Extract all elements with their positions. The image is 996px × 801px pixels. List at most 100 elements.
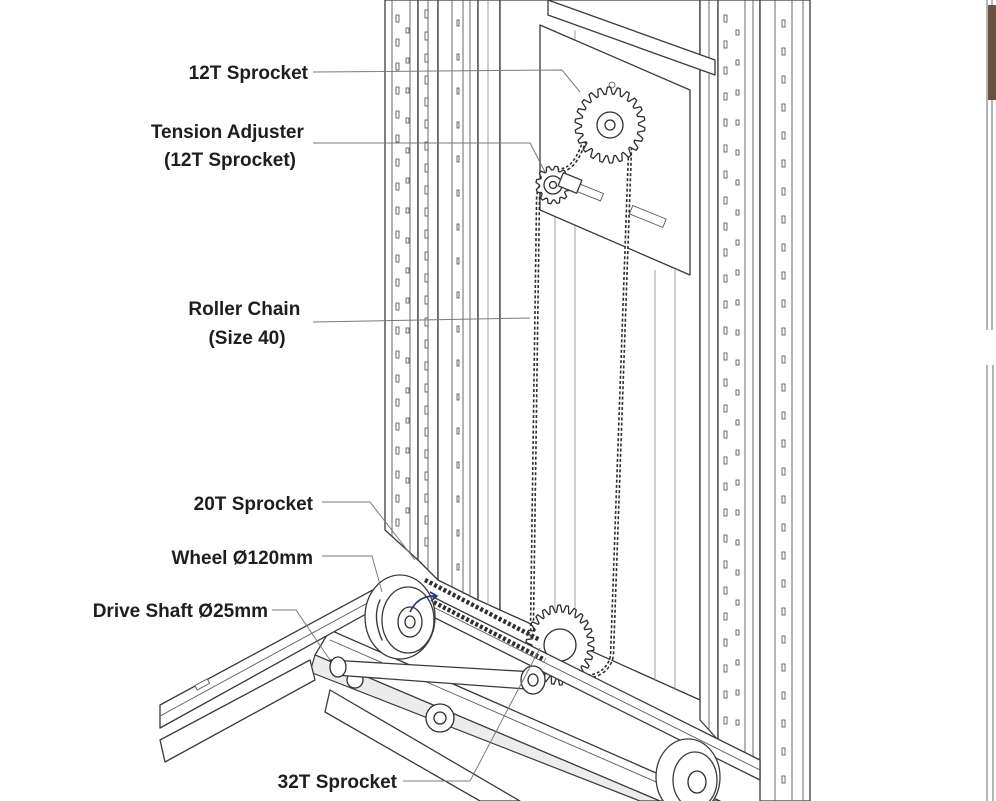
upright-slot <box>781 355 786 364</box>
upright-slot <box>735 29 740 36</box>
upright-slot <box>405 147 410 154</box>
upright-slot <box>781 551 786 560</box>
label-tension-adjuster-line1: Tension Adjuster <box>151 122 305 143</box>
upright-slot <box>781 691 786 700</box>
label-20t-sprocket: 20T Sprocket <box>194 494 314 515</box>
upright-slot <box>735 89 740 96</box>
upright-slot <box>405 27 410 34</box>
upright-slot <box>405 417 410 424</box>
right-inner-rail <box>699 0 719 741</box>
upright-slot <box>723 300 728 309</box>
upright-slot <box>781 719 786 728</box>
upright-slot <box>395 134 400 143</box>
upright-slot <box>723 430 728 439</box>
upright-slot <box>723 586 728 595</box>
carriage-rail-left <box>477 0 501 611</box>
upright-slot <box>424 361 429 371</box>
upright-slot <box>424 119 429 129</box>
upright-slot <box>781 271 786 280</box>
upright-slot <box>781 383 786 392</box>
upright-slot <box>723 196 728 205</box>
upright-slot <box>395 86 400 95</box>
upright-slot <box>395 350 400 359</box>
label-roller-chain: Roller Chain (Size 40) <box>188 299 305 349</box>
upright-slot <box>424 75 429 85</box>
upright-slot <box>456 325 460 333</box>
upright-slot <box>395 278 400 287</box>
upright-slot <box>723 144 728 153</box>
upright-slot <box>424 31 429 41</box>
upright-slot <box>405 177 410 184</box>
drive-chain-lower-run <box>418 578 547 662</box>
upright-slot <box>781 523 786 532</box>
adjacent-panel-edge <box>986 0 996 801</box>
upright-slot <box>395 398 400 407</box>
upright-slot <box>395 182 400 191</box>
upright-slot <box>735 629 740 636</box>
upright-slot <box>395 62 400 71</box>
upright-slot <box>424 141 429 151</box>
upright-slot <box>735 449 740 456</box>
upright-slot <box>735 179 740 186</box>
upright-slot <box>395 470 400 479</box>
upright-slot <box>781 19 786 28</box>
upright-slot <box>781 299 786 308</box>
upright-slot <box>424 53 429 63</box>
label-roller-chain-line2: (Size 40) <box>208 328 285 349</box>
upright-slot <box>723 14 728 23</box>
upright-slot <box>424 339 429 349</box>
upright-slot <box>424 471 429 481</box>
front-wheel-120mm <box>364 574 436 660</box>
upright-slot <box>424 9 429 19</box>
upright-slot <box>735 299 740 306</box>
upright-slot <box>781 607 786 616</box>
upright-slot <box>781 775 786 784</box>
upright-slot <box>405 87 410 94</box>
upright-slot <box>405 477 410 484</box>
upright-slot <box>781 579 786 588</box>
upright-slot <box>723 326 728 335</box>
upright-slot <box>395 302 400 311</box>
upright-slot <box>723 508 728 517</box>
upright-slot <box>424 295 429 305</box>
label-drive-shaft-25mm: Drive Shaft Ø25mm <box>93 601 268 622</box>
upright-slot <box>405 117 410 124</box>
side-rail-slot <box>194 678 211 691</box>
upright-slot <box>424 97 429 107</box>
upright-slot <box>424 427 429 437</box>
upright-slot <box>395 254 400 263</box>
upright-slot <box>424 493 429 503</box>
leader-wheel <box>322 555 383 593</box>
upright-slot <box>723 638 728 647</box>
upright-slot <box>456 427 460 435</box>
upright-slot <box>405 357 410 364</box>
upright-slot <box>735 389 740 396</box>
upright-slot <box>405 327 410 334</box>
upright-slot <box>735 149 740 156</box>
upright-slot <box>424 273 429 283</box>
upright-slot <box>456 291 460 299</box>
upright-slot <box>735 359 740 366</box>
upright-slot <box>395 494 400 503</box>
upright-slot <box>723 170 728 179</box>
upright-slot <box>395 158 400 167</box>
plate-adjust-slot-lower <box>628 205 667 228</box>
upright-slot <box>405 207 410 214</box>
left-outer-upright <box>384 0 419 561</box>
upright-slot <box>405 297 410 304</box>
leader-drive-shaft <box>272 609 331 661</box>
upright-slot <box>723 352 728 361</box>
upright-slot <box>735 269 740 276</box>
upright-slot <box>735 479 740 486</box>
upright-slot <box>781 467 786 476</box>
upright-slot <box>723 40 728 49</box>
upright-slot <box>735 59 740 66</box>
left-channel-rail <box>437 0 479 601</box>
upright-slot <box>424 405 429 415</box>
upright-slot <box>395 14 400 23</box>
upright-slot <box>781 47 786 56</box>
upright-slot <box>723 404 728 413</box>
upright-slot <box>781 747 786 756</box>
upright-slot <box>395 38 400 47</box>
upright-slot <box>405 447 410 454</box>
